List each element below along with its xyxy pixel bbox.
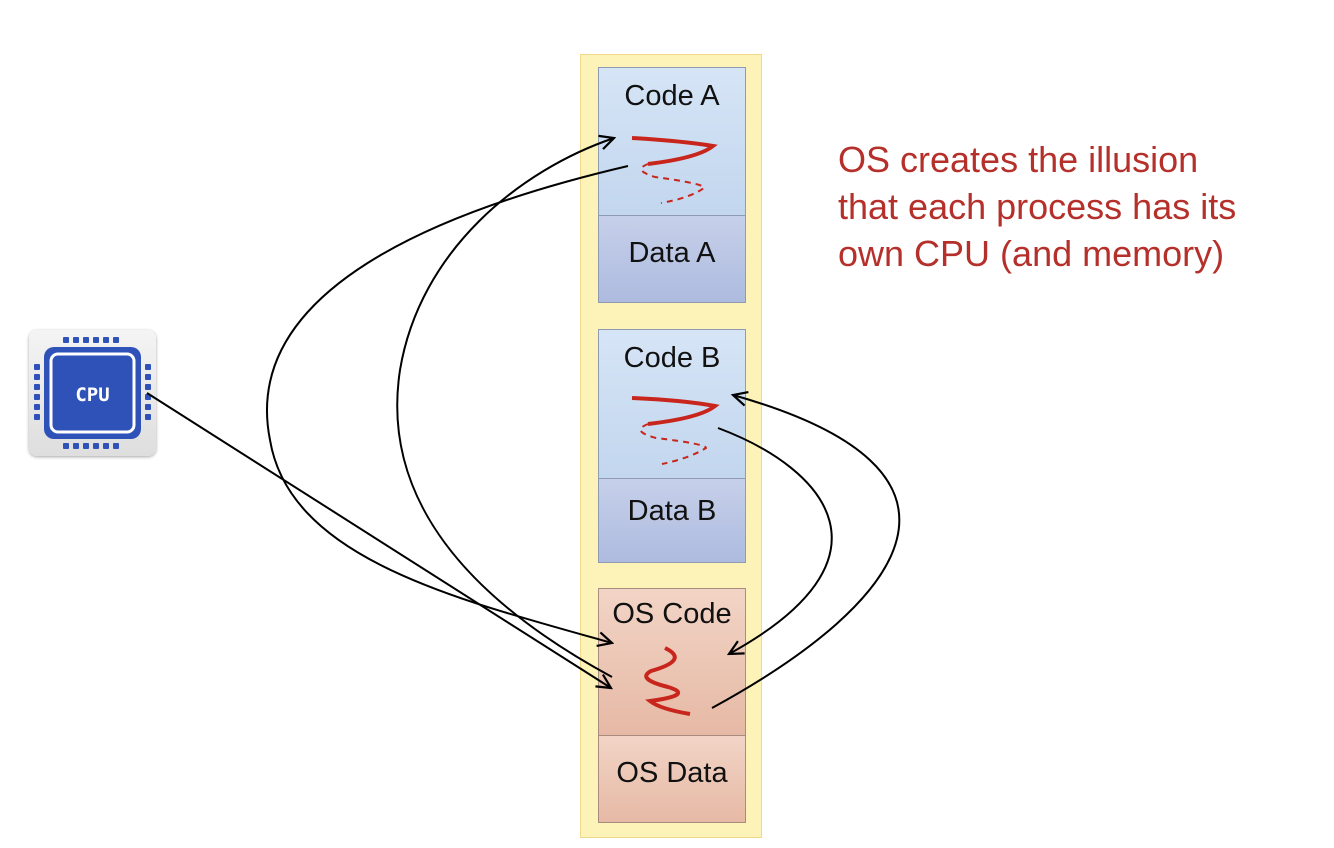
code-b-label: Code B bbox=[623, 342, 721, 374]
caption-line-2: that each process has its bbox=[838, 186, 1237, 227]
cpu-tile: CPU bbox=[29, 330, 156, 456]
os-data-label: OS Data bbox=[616, 757, 728, 789]
data-b-segment: Data B bbox=[598, 478, 746, 563]
data-a-label: Data A bbox=[628, 237, 716, 269]
illusion-caption: OS creates the illusion that each proces… bbox=[838, 136, 1308, 277]
thread-squiggle-code-a bbox=[631, 136, 718, 204]
data-a-segment: Data A bbox=[598, 215, 746, 303]
arrow-os-to-code-b bbox=[711, 395, 901, 709]
thread-squiggle-code-b bbox=[631, 396, 720, 465]
os-code-label: OS Code bbox=[612, 598, 732, 630]
cpu-chip-icon: CPU bbox=[34, 337, 151, 449]
arrow-os-to-code-a bbox=[396, 138, 614, 678]
arrow-code-a-to-os bbox=[266, 165, 629, 643]
arrow-cpu-to-os bbox=[146, 392, 611, 688]
caption-line-3: own CPU (and memory) bbox=[838, 233, 1225, 274]
caption-line-1: OS creates the illusion bbox=[838, 139, 1199, 180]
os-data-segment: OS Data bbox=[598, 735, 746, 823]
arrow-code-b-to-os bbox=[717, 427, 833, 654]
code-a-label: Code A bbox=[624, 80, 720, 112]
data-b-label: Data B bbox=[627, 495, 717, 527]
os-thread-squiggle bbox=[644, 646, 691, 716]
cpu-label: CPU bbox=[75, 384, 109, 406]
